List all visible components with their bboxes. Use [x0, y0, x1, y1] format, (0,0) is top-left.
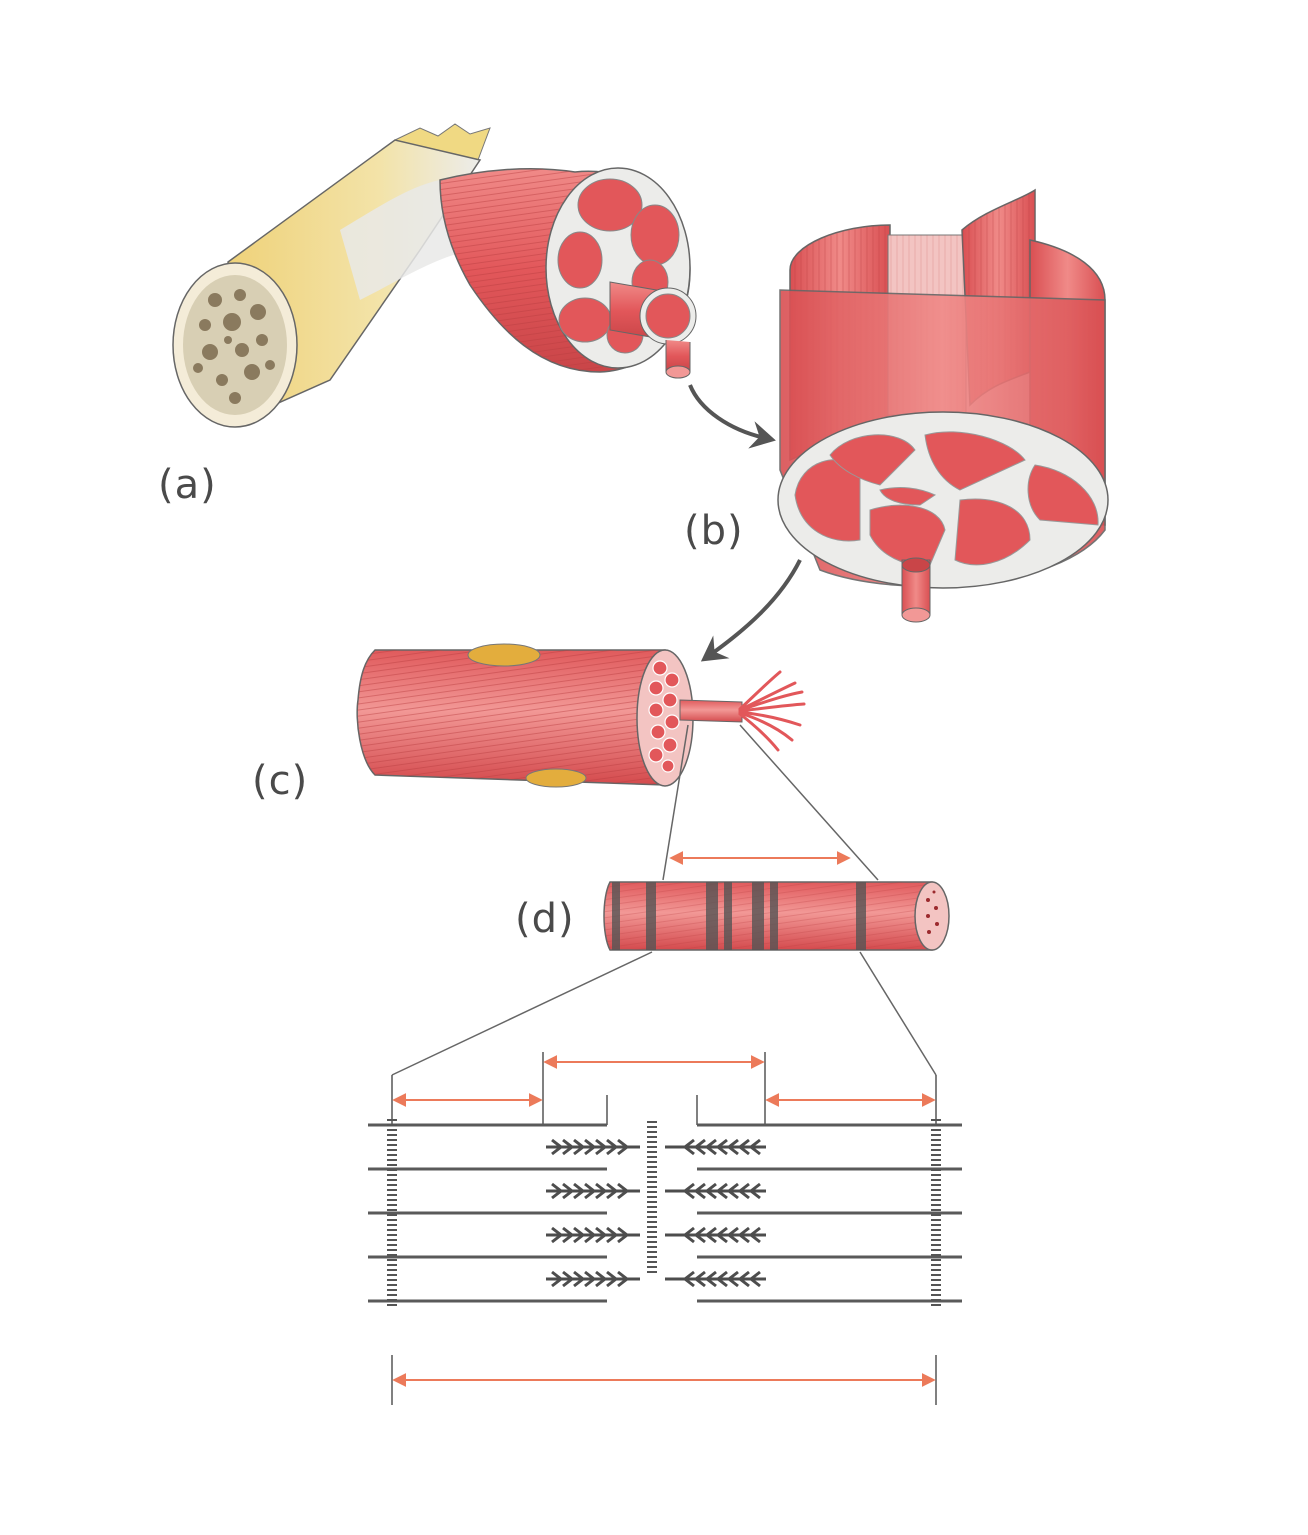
myosin-head-right	[715, 1182, 728, 1200]
myosin-head-left	[551, 1182, 564, 1200]
myosin-head-right	[704, 1270, 717, 1288]
myosin-head-left	[617, 1226, 630, 1244]
myosin-head-left	[562, 1226, 575, 1244]
myosin-head-right	[737, 1270, 750, 1288]
panel-a-whole-muscle	[172, 123, 697, 428]
myosin-head-right	[693, 1270, 706, 1288]
sarcomere-diagram	[368, 1052, 962, 1405]
myosin-head-left	[606, 1182, 619, 1200]
myosin-head-left	[562, 1182, 575, 1200]
myosin-head-right	[726, 1226, 739, 1244]
myosin-head-right	[693, 1226, 706, 1244]
myosin-head-left	[551, 1270, 564, 1288]
myosin-head-right	[748, 1182, 761, 1200]
label-panel-c: (c)	[252, 758, 309, 804]
myosin-head-right	[726, 1182, 739, 1200]
myosin-head-left	[562, 1270, 575, 1288]
fascicle-bundles-a	[557, 178, 680, 354]
myosin-head-right	[748, 1270, 761, 1288]
myosin-filaments	[546, 1138, 766, 1288]
myosin-head-left	[573, 1226, 586, 1244]
fascicle-bundles-b	[794, 431, 1099, 566]
myosin-head-right	[748, 1138, 761, 1156]
z-discs-bands	[612, 882, 866, 950]
z-lines	[387, 1119, 941, 1306]
myosin-head-left	[606, 1226, 619, 1244]
myosin-head-right	[704, 1138, 717, 1156]
myosin-head-right	[748, 1226, 761, 1244]
panel-c-muscle-fiber	[356, 643, 806, 788]
myosin-head-left	[573, 1270, 586, 1288]
myosin-head-right	[715, 1226, 728, 1244]
myosin-head-right	[682, 1182, 695, 1200]
myofibril-extension	[679, 699, 743, 723]
label-panel-a: (a)	[158, 462, 217, 508]
myosin-thick-filament	[546, 1226, 766, 1244]
myosin-thick-filament	[546, 1270, 766, 1288]
myofilament-fray	[738, 670, 806, 752]
myosin-head-right	[726, 1138, 739, 1156]
panel-d-myofibril	[391, 724, 950, 1076]
myofibril-circles	[648, 660, 680, 773]
myofibril-cross-section	[914, 881, 950, 951]
myosin-head-left	[595, 1226, 608, 1244]
myosin-head-right	[682, 1270, 695, 1288]
myosin-head-left	[617, 1138, 630, 1156]
myosin-head-right	[737, 1138, 750, 1156]
label-panel-b: (b)	[684, 508, 744, 554]
myosin-thick-filament	[546, 1138, 766, 1156]
myosin-head-left	[584, 1182, 597, 1200]
arrow-a-to-b	[688, 384, 776, 449]
myosin-head-left	[573, 1182, 586, 1200]
tendon-fibers	[340, 178, 470, 300]
myosin-head-left	[584, 1270, 597, 1288]
myosin-head-left	[595, 1270, 608, 1288]
label-panel-d: (d)	[515, 896, 575, 942]
myosin-head-right	[693, 1182, 706, 1200]
myosin-head-left	[606, 1138, 619, 1156]
myosin-head-right	[726, 1270, 739, 1288]
myosin-head-right	[682, 1226, 695, 1244]
myosin-head-right	[737, 1182, 750, 1200]
myosin-head-left	[617, 1182, 630, 1200]
dimension-ticks	[391, 1052, 937, 1405]
myosin-head-left	[606, 1270, 619, 1288]
nucleus-bottom	[525, 768, 587, 788]
myosin-head-left	[551, 1226, 564, 1244]
myosin-head-left	[584, 1226, 597, 1244]
myosin-head-left	[595, 1182, 608, 1200]
myosin-head-right	[704, 1182, 717, 1200]
myosin-thick-filament	[546, 1182, 766, 1200]
actin-filaments	[368, 1123, 962, 1303]
myosin-head-right	[693, 1138, 706, 1156]
nucleus-top	[467, 643, 541, 667]
bone-pores	[193, 289, 275, 404]
myosin-head-left	[562, 1138, 575, 1156]
myosin-head-right	[715, 1270, 728, 1288]
myosin-head-right	[682, 1138, 695, 1156]
myosin-head-right	[715, 1138, 728, 1156]
arrow-b-to-c	[700, 559, 802, 662]
panel-b-fascicle	[777, 188, 1109, 623]
myosin-head-left	[584, 1138, 597, 1156]
myosin-head-left	[551, 1138, 564, 1156]
myosin-head-right	[704, 1226, 717, 1244]
myosin-head-left	[595, 1138, 608, 1156]
myosin-head-left	[573, 1138, 586, 1156]
myosin-head-left	[617, 1270, 630, 1288]
myosin-head-right	[737, 1226, 750, 1244]
